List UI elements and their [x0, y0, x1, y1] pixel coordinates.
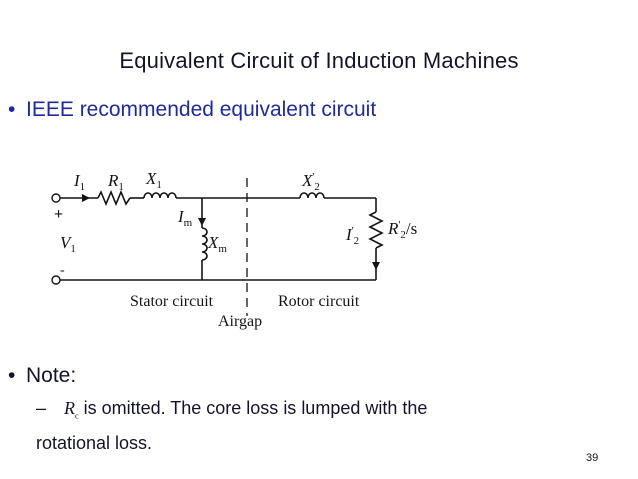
- terminal-top: [51, 193, 61, 203]
- label-rotor-circuit: Rotor circuit: [278, 293, 360, 310]
- label-r2: R'2/s: [387, 219, 417, 241]
- label-im: Im: [177, 207, 193, 229]
- terminal-bottom: [51, 275, 61, 285]
- note-line-1: is omitted. The core loss is lumped with…: [78, 398, 428, 418]
- arrow-i2: [372, 262, 380, 270]
- label-i2: I'2: [345, 225, 359, 247]
- bullet-text: IEEE recommended equivalent circuit: [26, 98, 377, 121]
- label-plus: +: [54, 206, 63, 223]
- bullet-marker: •: [8, 98, 16, 121]
- inductor-x2: [299, 192, 325, 199]
- bullet-ieee-circuit: • IEEE recommended equivalent circuit: [8, 98, 376, 122]
- inductor-xm: [201, 227, 208, 261]
- label-i1: I1: [73, 171, 85, 193]
- label-r1: R1: [107, 171, 124, 193]
- note-subitem: –Rc is omitted. The core loss is lumped …: [36, 395, 596, 456]
- label-x1: X1: [145, 169, 162, 191]
- inductor-x1: [143, 192, 177, 199]
- note-symbol-rc: Rc: [64, 398, 79, 421]
- arrow-i1: [82, 194, 90, 202]
- bullet-note-text: Note:: [26, 364, 77, 387]
- arrow-im: [198, 218, 206, 226]
- label-stator-circuit: Stator circuit: [130, 293, 214, 310]
- label-minus: -: [60, 263, 65, 278]
- slide-title: Equivalent Circuit of Induction Machines: [119, 48, 519, 73]
- label-v1: V1: [60, 233, 76, 255]
- resistor-r1: [97, 189, 131, 207]
- note-line-2: rotational loss.: [36, 432, 153, 453]
- resistor-r2: [368, 211, 384, 249]
- bullet-note: • Note:: [8, 364, 76, 388]
- page-number: 39: [586, 452, 599, 464]
- bullet-marker: •: [8, 364, 16, 387]
- label-airgap: Airgap: [218, 313, 262, 330]
- dash-marker: –: [36, 398, 47, 418]
- label-xm: Xm: [207, 233, 227, 255]
- label-x2: X'2: [301, 171, 320, 193]
